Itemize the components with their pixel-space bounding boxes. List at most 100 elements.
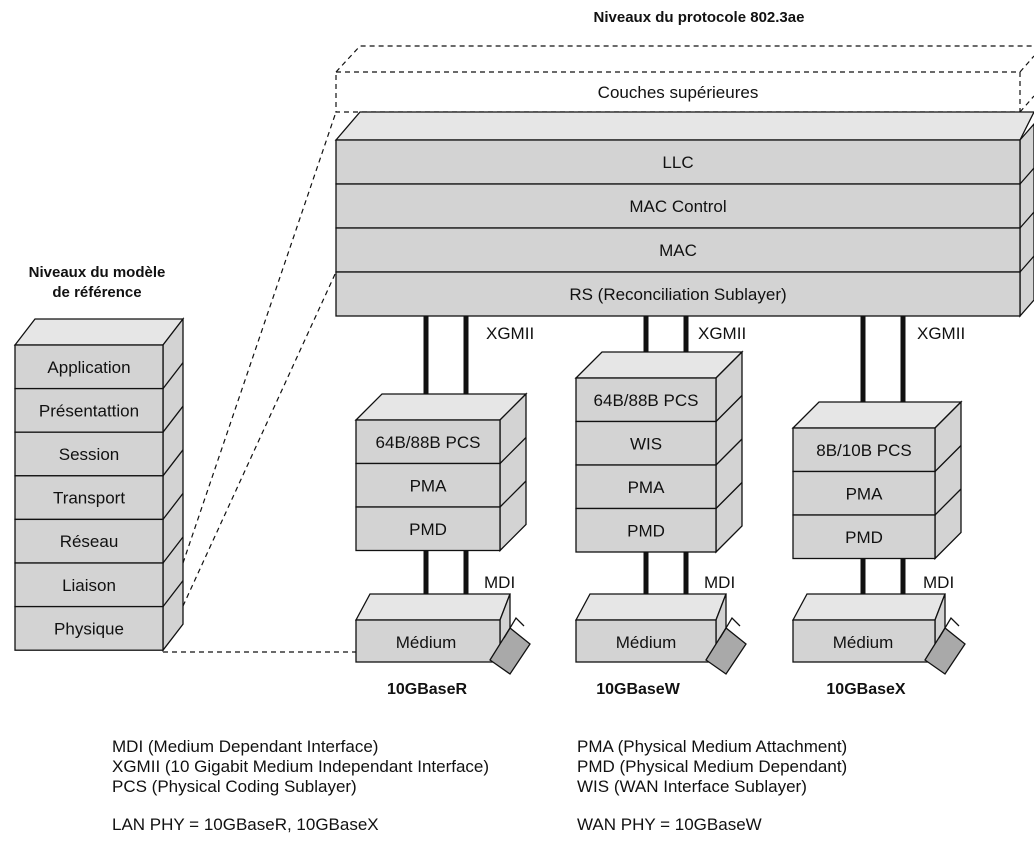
- cable-end-icon: [938, 616, 960, 639]
- variant-0-top-face: [354, 393, 528, 421]
- main-stack-layer: [335, 183, 1021, 229]
- variant-1-top-face: [574, 351, 744, 379]
- variant-0-layer: [355, 419, 501, 465]
- legend-item: PMD (Physical Medium Dependant): [577, 757, 848, 776]
- medium-top-face: [791, 593, 946, 621]
- variant-name: 10GBaseR: [387, 681, 467, 698]
- osi-layer: [14, 387, 164, 433]
- legend-item: PCS (Physical Coding Sublayer): [112, 777, 357, 796]
- variant-2-layer: [792, 470, 936, 516]
- osi-layer: [14, 562, 164, 608]
- medium-box: [575, 619, 717, 663]
- variant-0-layer: [355, 506, 501, 552]
- variant-0-layer-label: PMA: [410, 476, 448, 495]
- upper-layers-label: Couches supérieures: [598, 83, 759, 102]
- side-divider: [162, 536, 184, 564]
- legend-item: MDI (Medium Dependant Interface): [112, 737, 379, 756]
- main-stack-top-face: [334, 111, 1034, 141]
- side-divider: [934, 445, 962, 472]
- side-divider: [1019, 167, 1034, 185]
- medium-box: [355, 619, 501, 663]
- variant-1-layer: [575, 377, 717, 423]
- main-stack-label: RS (Reconciliation Sublayer): [569, 285, 786, 304]
- upper-layers-corner: [1019, 95, 1034, 113]
- main-stack-label: MAC: [659, 241, 697, 260]
- variant-2-layer-label: PMA: [846, 484, 884, 503]
- variant-1-layer-label: WIS: [630, 434, 662, 453]
- variant-name: 10GBaseX: [826, 681, 905, 698]
- variant-2-layer: [792, 427, 936, 473]
- mdi-label: MDI: [704, 573, 735, 592]
- cable-end-icon: [489, 627, 531, 675]
- side-divider: [162, 580, 184, 607]
- osi-layer-label: Présentattion: [39, 401, 139, 420]
- medium-box: [792, 619, 936, 663]
- mdi-label: MDI: [923, 573, 954, 592]
- osi-side-face: [162, 317, 184, 653]
- variant-1-layer: [575, 507, 717, 553]
- main-stack-label: LLC: [662, 153, 693, 172]
- xgmii-label: XGMII: [486, 324, 534, 343]
- side-divider: [162, 449, 184, 477]
- variant-1-layer-label: 64B/88B PCS: [594, 391, 699, 410]
- cable-end-icon: [719, 616, 741, 639]
- model-title: de référence: [52, 284, 141, 301]
- main-stack-label: MAC Control: [629, 197, 726, 216]
- variant-0-layer-label: PMD: [409, 520, 447, 539]
- osi-layer-label: Session: [59, 445, 119, 464]
- variant-2-top-face: [791, 401, 963, 429]
- legend-item: PMA (Physical Medium Attachment): [577, 737, 848, 756]
- medium-top-face: [354, 593, 511, 621]
- cable-end-icon: [503, 616, 525, 639]
- variant-2-layer: [792, 514, 936, 560]
- cable-end-icon: [705, 627, 747, 675]
- variant-0-layer-label: 64B/88B PCS: [376, 433, 481, 452]
- legend-right: PMA (Physical Medium Attachment) PMD (Ph…: [577, 737, 847, 797]
- osi-layer-label: Transport: [53, 489, 125, 508]
- protocol-title: Niveaux du protocole 802.3ae: [594, 9, 805, 26]
- side-divider: [499, 437, 527, 464]
- legend-left: MDI (Medium Dependant Interface) XGMII (…: [112, 737, 489, 797]
- side-divider: [162, 362, 184, 389]
- main-stack-layer: [335, 271, 1021, 317]
- connector-line: [182, 111, 337, 564]
- medium-top-face: [574, 593, 727, 621]
- model-title: Niveaux du modèle: [29, 264, 166, 281]
- xgmii-label: XGMII: [917, 324, 965, 343]
- osi-layer: [14, 475, 164, 521]
- upper-layers-corner: [1019, 55, 1034, 73]
- osi-layer: [14, 431, 164, 477]
- cable-end-icon: [924, 627, 966, 675]
- osi-layer: [14, 605, 164, 651]
- osi-layer: [14, 344, 164, 390]
- side-divider: [162, 493, 184, 520]
- side-divider: [934, 488, 962, 516]
- variant-2-side-face: [934, 400, 962, 561]
- upper-layers-top-edge: [335, 45, 1034, 73]
- osi-layer: [14, 518, 164, 564]
- medium-label: Médium: [833, 633, 893, 652]
- variant-2-layer-label: PMD: [845, 528, 883, 547]
- medium-label: Médium: [396, 633, 456, 652]
- side-divider: [715, 395, 743, 422]
- variant-name: 10GBaseW: [596, 681, 680, 698]
- medium-label: Médium: [616, 633, 676, 652]
- variant-2-layer-label: 8B/10B PCS: [816, 441, 911, 460]
- side-divider: [499, 480, 527, 508]
- side-divider: [715, 438, 743, 466]
- side-divider: [162, 405, 184, 433]
- side-divider: [1019, 211, 1034, 229]
- main-stack-layer: [335, 139, 1021, 185]
- osi-top-face: [13, 318, 185, 346]
- side-divider: [715, 482, 743, 509]
- legend-item: WIS (WAN Interface Sublayer): [577, 777, 807, 796]
- connector-line: [182, 271, 337, 607]
- side-divider: [1019, 255, 1034, 273]
- xgmii-label: XGMII: [698, 324, 746, 343]
- osi-layer-label: Liaison: [62, 576, 116, 595]
- osi-layer-label: Réseau: [60, 532, 119, 551]
- osi-layer-label: Application: [47, 358, 130, 377]
- variant-1-layer-label: PMA: [628, 478, 666, 497]
- lan-phy-note: LAN PHY = 10GBaseR, 10GBaseX: [112, 815, 379, 834]
